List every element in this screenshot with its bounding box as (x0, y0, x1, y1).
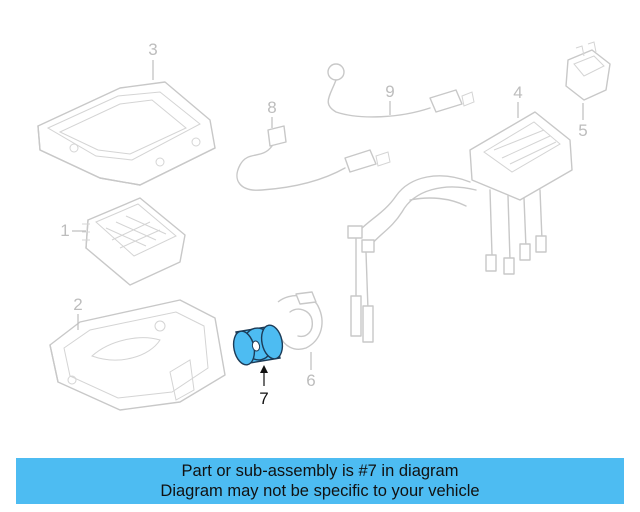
banner-line-1: Part or sub-assembly is #7 in diagram (181, 462, 459, 480)
info-banner: Part or sub-assembly is #7 in diagram Di… (16, 458, 624, 504)
callout-label-5: 5 (578, 121, 587, 140)
callout-label-1: 1 (60, 221, 69, 240)
callout-label-7: 7 (259, 389, 268, 408)
callout-label-9: 9 (385, 82, 394, 101)
callout-3: 3 (148, 40, 158, 80)
callout-label-6: 6 (306, 371, 315, 390)
part-3-control-module (37, 81, 216, 186)
part-2-tray (49, 299, 226, 411)
callout-6: 6 (306, 352, 316, 390)
callout-9: 9 (385, 82, 395, 115)
callout-4: 4 (513, 83, 523, 118)
parts-diagram: 3 1 2 8 (37, 40, 611, 411)
callout-5: 5 (578, 103, 588, 140)
part-9-sensor (327, 63, 475, 118)
callout-7: 7 (259, 365, 269, 408)
callout-label-4: 4 (513, 83, 522, 102)
callout-1: 1 (60, 221, 86, 240)
callout-label-3: 3 (148, 40, 157, 59)
part-7-grommet-highlighted[interactable] (231, 323, 286, 366)
banner-line-2: Diagram may not be specific to your vehi… (160, 482, 480, 500)
callout-label-8: 8 (267, 98, 276, 117)
part-6-clamp (277, 291, 323, 350)
callout-label-2: 2 (73, 295, 82, 314)
part-5-relay (565, 41, 611, 101)
part-1-module (82, 197, 186, 286)
callout-8: 8 (267, 98, 277, 128)
callout-2: 2 (73, 295, 83, 330)
part-4-ignition-coil (347, 111, 573, 343)
part-8-sensor (236, 125, 391, 191)
